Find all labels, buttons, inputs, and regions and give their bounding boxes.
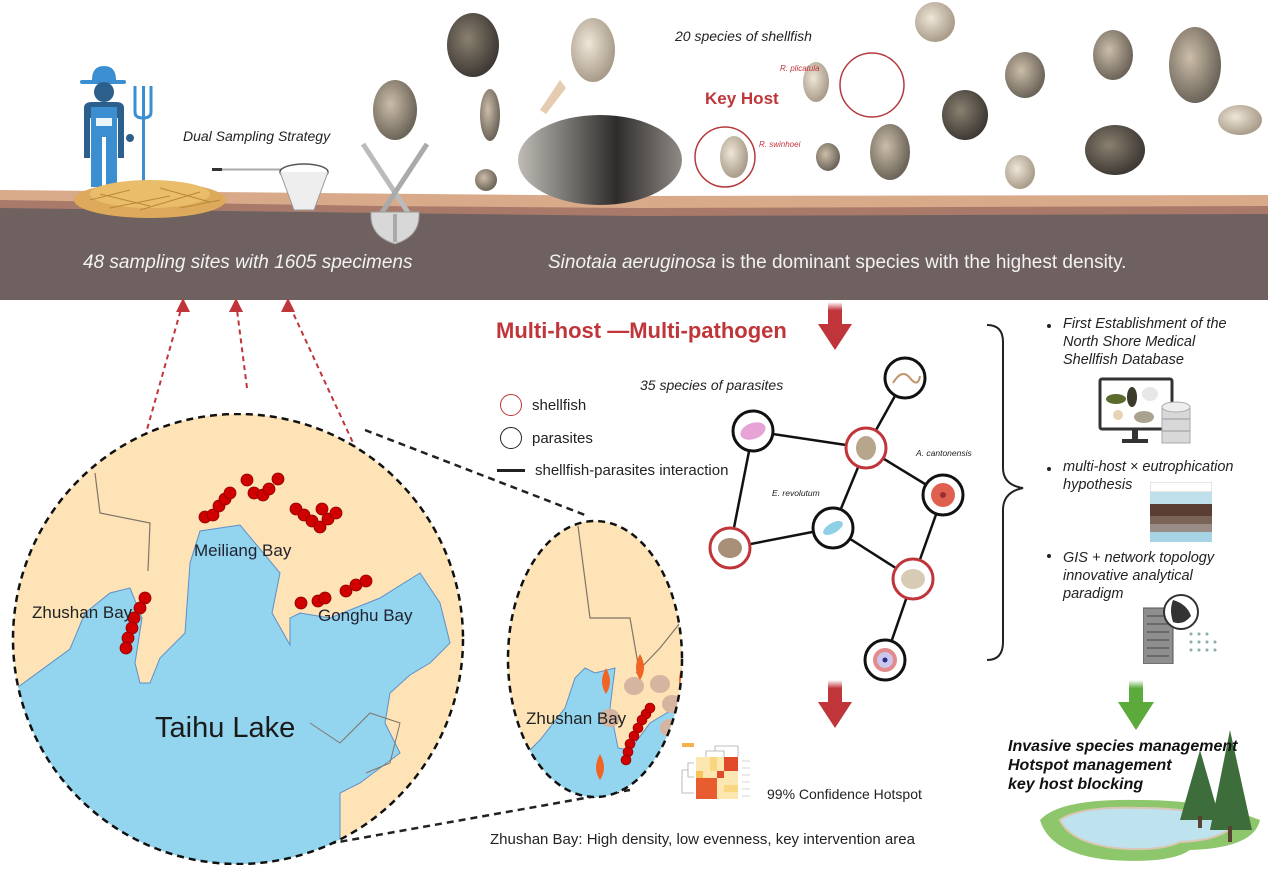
down-arrow-green: [1118, 680, 1154, 730]
key-host-circle: [839, 52, 905, 118]
node-label-a-cantonensis: A. cantonensis: [916, 448, 972, 458]
parasite-count-label: 35 species of parasites: [640, 377, 784, 393]
hay-icon: [74, 180, 226, 218]
key-host-circle: [694, 126, 756, 188]
management-line-1: Invasive species management: [1008, 738, 1238, 755]
management-line-3: key host blocking: [1008, 776, 1144, 793]
database-monitor-icon: [1098, 377, 1191, 444]
management-line-2: Hotspot management: [1008, 757, 1172, 774]
gis-server-globe-icon: [1143, 594, 1217, 664]
legend-parasites: parasites: [500, 427, 593, 449]
taihu-lake-map: [11, 413, 465, 865]
key-host-species-2: R. swinhoei: [759, 140, 801, 149]
legend-interaction: shellfish-parasites interaction: [497, 462, 728, 479]
lake-label: Taihu Lake: [155, 712, 296, 744]
heatmap-dendrogram-icon: [681, 743, 750, 799]
finding-item-1: First Establishment of the North Shore M…: [1063, 316, 1227, 368]
bullet-dot: [1047, 467, 1051, 471]
grab-sampler-icon: [360, 142, 430, 245]
network-title: Multi-host —Multi-pathogen: [496, 318, 787, 343]
key-host-label: Key Host: [705, 89, 779, 108]
sampling-site-markers: [119, 472, 373, 655]
bullet-dot: [1047, 554, 1051, 558]
shell: [447, 13, 499, 77]
inset-bay-label: Zhushan Bay: [526, 709, 627, 728]
parasite-node: [731, 356, 965, 682]
host-parasite-network: [708, 356, 965, 682]
bullet-dot: [1047, 324, 1051, 328]
key-host-species-1: R. plicatula: [780, 64, 820, 73]
management-actions: Invasive species management Hotspot mana…: [1008, 737, 1237, 794]
curly-brace: [986, 324, 1024, 661]
interaction-legend-swatch: [497, 469, 525, 472]
legend-label: parasites: [532, 429, 593, 447]
dominant-species-text: is the dominant species with the highest…: [715, 252, 1127, 273]
sediment-layers-icon: [1150, 482, 1212, 542]
heatmap-cells: [696, 757, 738, 799]
dominant-species-caption: Sinotaia aeruginosa is the dominant spec…: [548, 252, 1126, 274]
hotspot-summary: Zhushan Bay: High density, low evenness,…: [490, 831, 915, 848]
node-label-e-revolutum: E. revolutum: [772, 488, 820, 498]
species-count-label: 20 species of shellfish: [675, 28, 812, 44]
shellfish-legend-swatch: [500, 394, 522, 416]
hotspot-label: 99% Confidence Hotspot: [767, 786, 922, 802]
zhushan-bay-inset-map: [506, 519, 684, 799]
down-arrow-red-1: [818, 302, 852, 350]
shellfish-specimens: [373, 2, 1262, 205]
legend-label: shellfish: [532, 396, 587, 414]
farmer-icon: [80, 66, 153, 190]
data-dots: [1189, 632, 1217, 652]
dominant-species-name: Sinotaia aeruginosa: [548, 252, 716, 273]
lake-with-trees-icon: [1040, 730, 1260, 861]
tree-icon: [1180, 730, 1252, 842]
legend-shellfish: shellfish: [500, 394, 586, 416]
finding-item-3: GIS + network topology innovative analyt…: [1063, 550, 1215, 602]
finding-item-2: multi-host × eutrophication hypothesis: [1063, 459, 1234, 493]
bay-label-zhushan: Zhushan Bay: [32, 603, 133, 622]
net-icon: [212, 163, 329, 211]
sampling-sites-caption: 48 sampling sites with 1605 specimens: [83, 252, 413, 273]
bay-label-gonghu: Gonghu Bay: [318, 606, 413, 625]
bay-label-meiliang: Meiliang Bay: [194, 541, 292, 560]
down-arrow-red-2: [818, 680, 852, 728]
dual-sampling-label: Dual Sampling Strategy: [183, 128, 331, 144]
parasite-legend-swatch: [500, 427, 522, 449]
legend-label: shellfish-parasites interaction: [535, 462, 729, 479]
soil-background: [0, 190, 1268, 300]
